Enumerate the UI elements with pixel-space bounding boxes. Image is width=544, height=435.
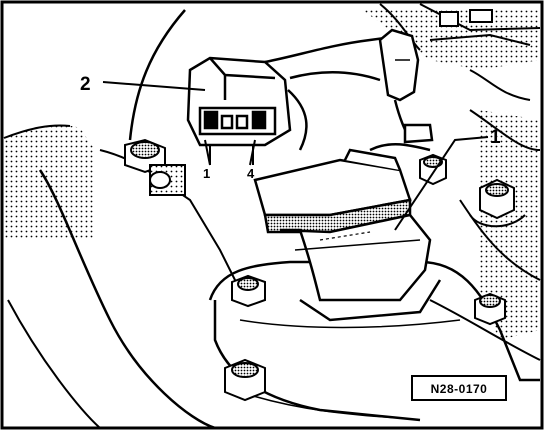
- bolt-right-bottom: [474, 292, 506, 326]
- leader-line-1: [394, 136, 489, 231]
- pin-label-1: 1: [203, 166, 210, 181]
- wiring-connector: [186, 56, 292, 166]
- reference-box: N28-0170: [411, 375, 507, 401]
- bolt-left: [124, 138, 186, 196]
- leader-lines: [102, 81, 489, 231]
- wiring-harness: [264, 28, 434, 152]
- bolt-bottom: [224, 358, 266, 402]
- housing-arc: [128, 9, 186, 141]
- reference-code: N28-0170: [431, 382, 488, 396]
- leader-line-2: [102, 81, 206, 91]
- pin-label-4: 4: [247, 166, 255, 181]
- ignition-coil: [253, 148, 442, 322]
- bolt-center: [231, 274, 266, 308]
- callout-label-2: 2: [80, 74, 91, 95]
- bolt-right-top: [469, 178, 526, 228]
- left-housing: [3, 124, 241, 430]
- engine-block-top: [360, 3, 541, 101]
- callout-label-1: 1: [490, 127, 501, 148]
